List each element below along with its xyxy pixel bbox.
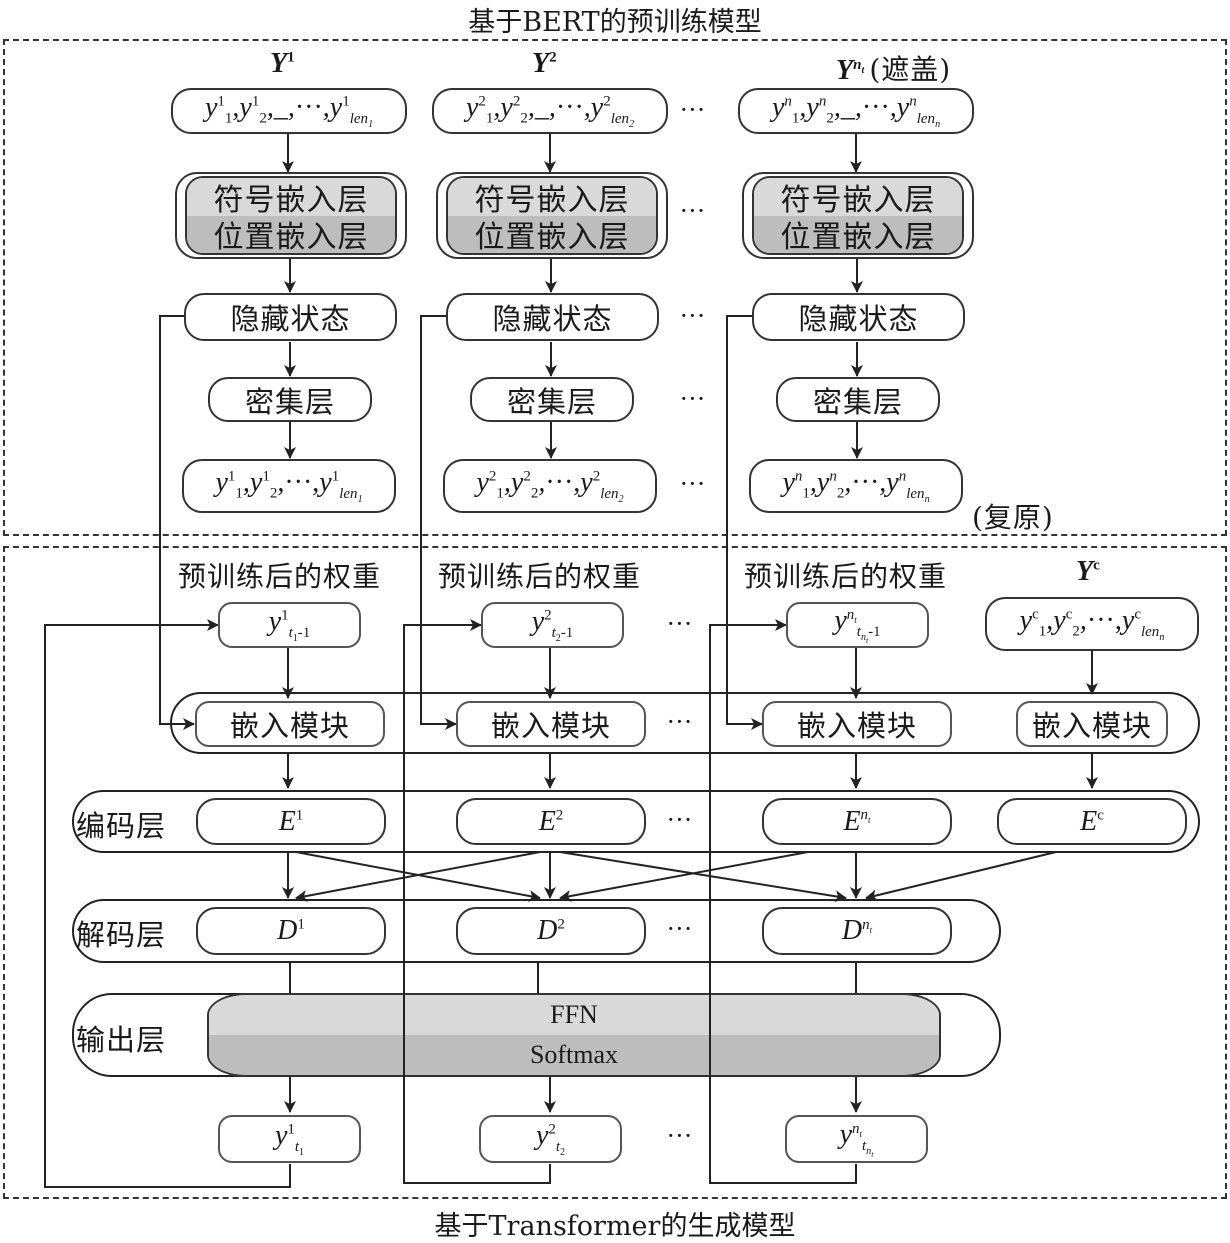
generated-token-1: y1t1	[218, 1115, 361, 1163]
bert-section-title: 基于BERT的预训练模型	[468, 7, 762, 38]
dense-layer-n: 密集层	[776, 377, 940, 422]
ellipsis: ···	[680, 96, 706, 124]
encoder-1: E1	[196, 798, 386, 845]
ffn-layer: FFN	[209, 995, 939, 1037]
ellipsis: ···	[680, 470, 706, 498]
dense-layer-2: 密集层	[470, 377, 634, 422]
ellipsis: ···	[680, 302, 706, 330]
context-input: yc1,yc2,···,yclenn	[985, 597, 1199, 651]
generated-token-n: ynttnt	[785, 1115, 928, 1163]
softmax-layer: Softmax	[209, 1035, 939, 1075]
decoder-layer-label: 解码层	[76, 918, 167, 952]
ellipsis: ···	[667, 610, 693, 638]
ellipsis: ···	[667, 915, 693, 943]
embed-module-1: 嵌入模块	[195, 701, 385, 747]
token-embedding-layer: 符号嵌入层	[448, 178, 656, 218]
prev-token-2: y2t2-1	[481, 602, 624, 648]
bert-header-y1: Y1	[270, 48, 295, 79]
bert-output-2: y21,y22,···,y2len2	[443, 459, 657, 513]
generated-token-2: y2t2	[479, 1115, 622, 1163]
bert-header-ynt: Ynt (遮盖)	[836, 53, 952, 86]
position-embedding-layer: 位置嵌入层	[754, 215, 962, 253]
bert-input-n: yn1,yn2,_,···,ynlenn	[738, 88, 974, 134]
decoder-n: Dnt	[762, 907, 952, 955]
prev-token-1: y1t1-1	[218, 602, 361, 648]
cross-attention-arrows	[295, 851, 1057, 903]
bert-input-2: y21,y22,_,···,y2len2	[432, 88, 668, 134]
embed-module-2: 嵌入模块	[456, 701, 646, 747]
bert-header-y2: Y2	[532, 48, 557, 79]
ellipsis: ···	[680, 385, 706, 413]
bert-embedding-2: 符号嵌入层 位置嵌入层	[436, 172, 668, 259]
feedback-loops	[44, 619, 857, 1188]
encoder-layer-row	[72, 790, 1200, 853]
bert-col3-arrows	[850, 133, 863, 459]
hidden-state-2: 隐藏状态	[446, 293, 659, 341]
encoder-c: Ec	[997, 798, 1187, 845]
embedding-module-row	[170, 692, 1200, 754]
masked-note: (遮盖)	[869, 53, 952, 86]
decoder-layer-row	[72, 899, 1001, 963]
bert-output-1: y11,y12,···,y1len1	[182, 459, 396, 513]
bert-output-n: yn1,yn2,···,ynlenn	[749, 459, 963, 513]
prev-token-n: ynttnt-1	[786, 602, 929, 648]
transformer-vertical-arrows	[282, 648, 1098, 1113]
bert-section-frame	[3, 39, 1227, 536]
bert-col1-arrows	[282, 133, 296, 459]
ellipsis: ···	[680, 197, 706, 225]
encoder-layer-label: 编码层	[76, 809, 167, 843]
bert-embedding-n: 符号嵌入层 位置嵌入层	[742, 172, 974, 259]
context-header: Yc	[1076, 556, 1100, 587]
transformer-section-frame	[3, 546, 1227, 1199]
encoder-2: E2	[456, 798, 646, 845]
restore-note: (复原)	[972, 501, 1054, 534]
hidden-state-n: 隐藏状态	[752, 293, 965, 341]
pretrained-weights-label-1: 预训练后的权重	[178, 560, 382, 593]
output-layer-label: 输出层	[76, 1023, 167, 1057]
embed-module-c: 嵌入模块	[1016, 701, 1168, 747]
bert-col2-arrows	[544, 133, 557, 459]
token-embedding-layer: 符号嵌入层	[187, 178, 395, 218]
pretrained-weights-label-2: 预训练后的权重	[438, 560, 642, 593]
ellipsis: ···	[667, 806, 693, 834]
ellipsis: ···	[667, 708, 693, 736]
ellipsis: ···	[667, 1122, 693, 1150]
decoder-2: D2	[456, 907, 646, 955]
position-embedding-layer: 位置嵌入层	[187, 215, 395, 253]
decoder-1: D1	[196, 907, 386, 955]
pretrained-weights-label-n: 预训练后的权重	[744, 560, 948, 593]
bert-embedding-1: 符号嵌入层 位置嵌入层	[175, 172, 407, 259]
token-embedding-layer: 符号嵌入层	[754, 178, 962, 218]
encoder-n: Ent	[762, 798, 952, 845]
embed-module-n: 嵌入模块	[762, 701, 952, 747]
position-embedding-layer: 位置嵌入层	[448, 215, 656, 253]
ffn-softmax-block: FFN Softmax	[207, 993, 941, 1077]
transformer-section-title: 基于Transformer的生成模型	[434, 1211, 796, 1242]
dense-layer-1: 密集层	[208, 377, 372, 422]
bert-input-1: y11,y12,_,···,y1len1	[171, 88, 407, 134]
hidden-state-1: 隐藏状态	[184, 293, 397, 341]
